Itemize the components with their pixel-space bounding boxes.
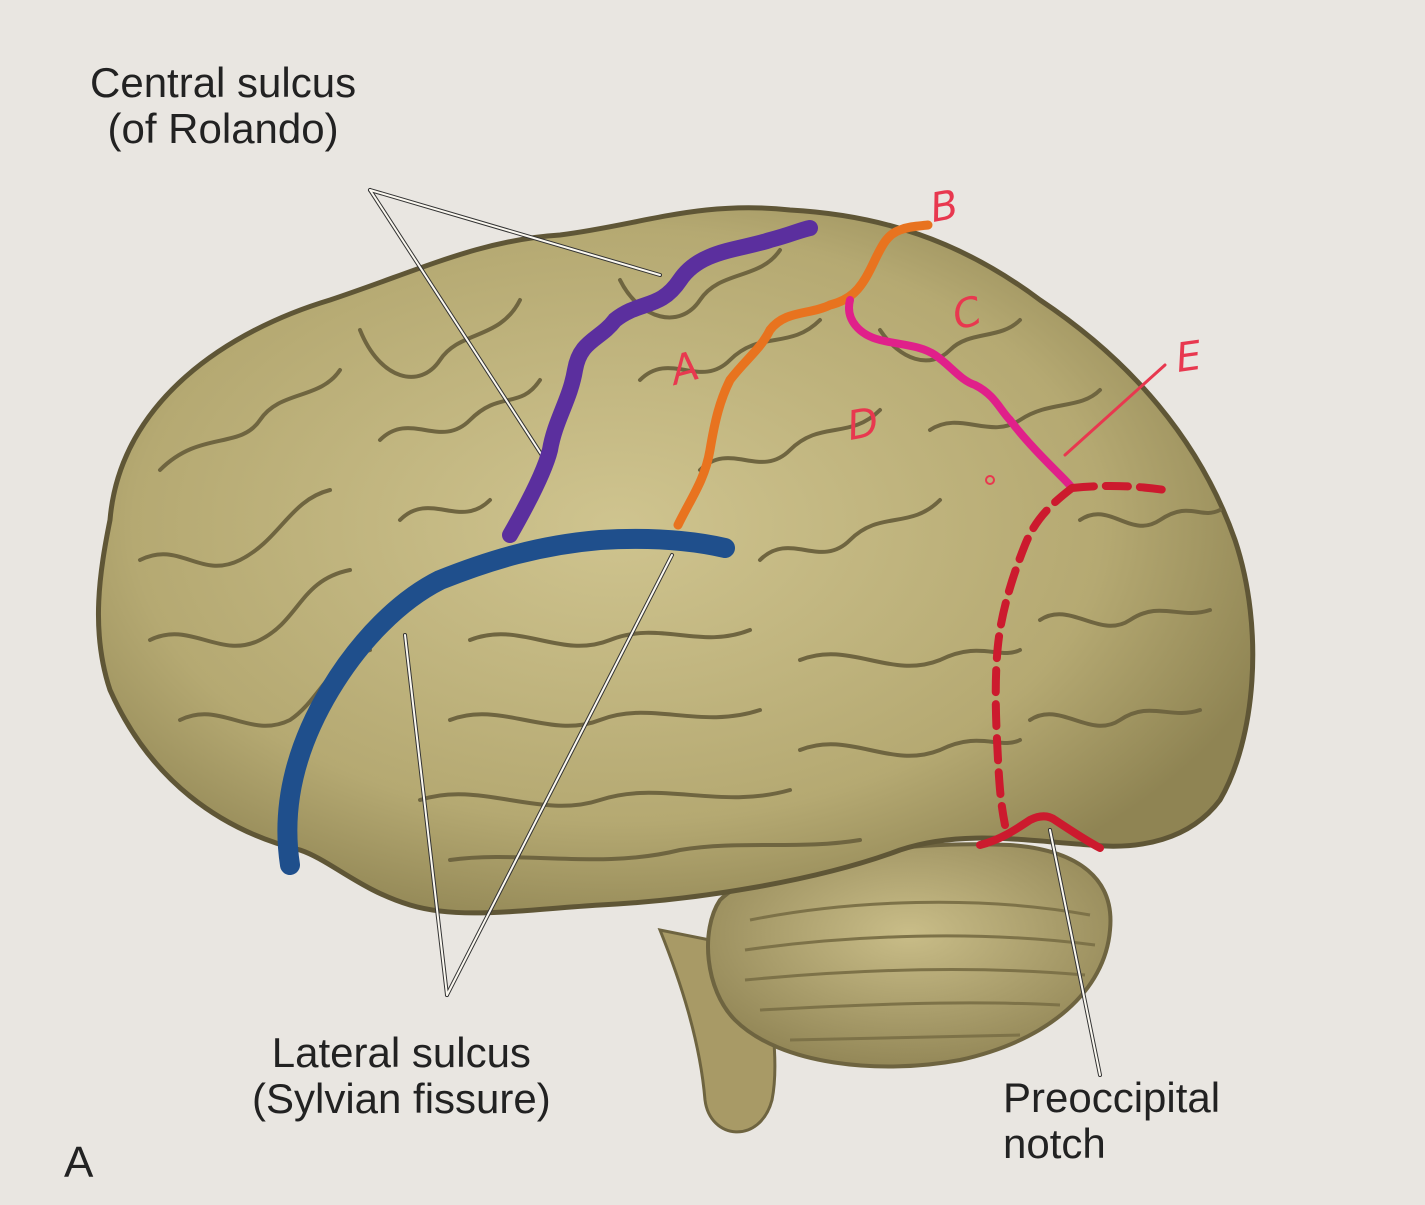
lateral-sulcus-label: Lateral sulcus (Sylvian fissure) xyxy=(252,1029,551,1122)
occipital-boundary-trace xyxy=(991,481,1169,829)
lateral-sulcus-trace xyxy=(277,528,735,875)
central-sulcus-trace xyxy=(502,220,818,543)
handwritten-label-e: E xyxy=(1173,333,1205,382)
central-sulcus-label: Central sulcus (of Rolando) xyxy=(90,59,357,152)
line-b-trace xyxy=(673,220,933,530)
marker-dot xyxy=(985,475,995,485)
panel-letter: A xyxy=(64,1138,94,1187)
preoccipital-notch-label: Preoccipital notch xyxy=(1003,1074,1221,1167)
line-c-trace xyxy=(845,296,1076,492)
line-e-pointer xyxy=(1063,363,1167,457)
cerebrum xyxy=(95,205,1256,916)
preoccipital-notch-trace xyxy=(976,812,1104,852)
cerebellum-folia xyxy=(744,900,1096,1042)
pointer-lines xyxy=(368,188,1102,1077)
